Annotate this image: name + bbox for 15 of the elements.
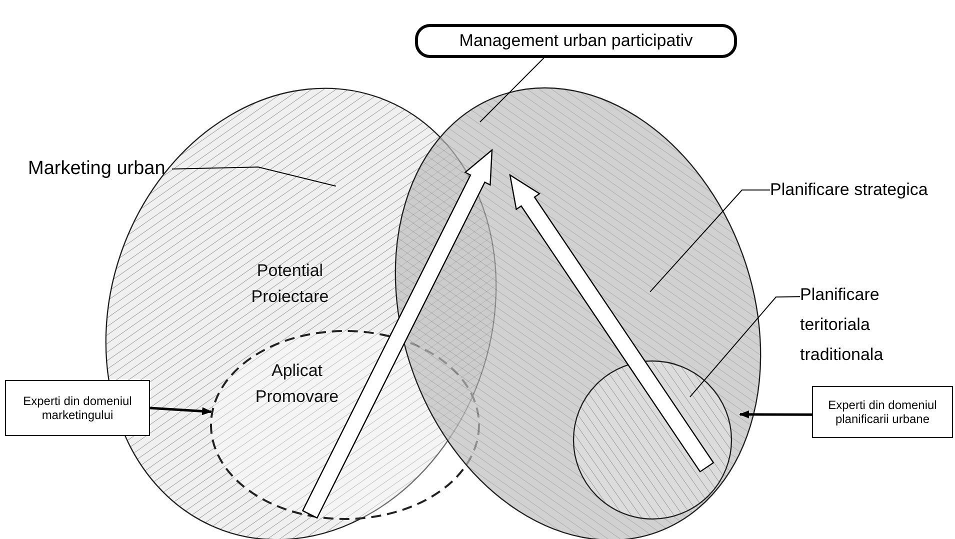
region-label: Aplicat Promovare bbox=[254, 360, 340, 408]
region-label: Planificare teritoriala traditionala bbox=[800, 284, 884, 366]
leader-line bbox=[172, 166, 336, 187]
expert-box: Experti din domeniul planificarii urbane bbox=[812, 386, 953, 438]
title-box: Management urban participativ bbox=[415, 24, 737, 58]
region-label: Marketing urban bbox=[28, 157, 166, 181]
region-label: Planificare strategica bbox=[770, 179, 929, 201]
expert-box: Experti din domeniul marketingului bbox=[5, 380, 150, 436]
hollow-arrow bbox=[509, 174, 714, 473]
leader-line bbox=[689, 296, 800, 398]
leader-line bbox=[650, 190, 770, 292]
region-label: Potential Proiectare bbox=[250, 260, 330, 308]
arrow bbox=[739, 410, 812, 418]
leader-line bbox=[480, 58, 544, 122]
hollow-arrow bbox=[302, 148, 493, 519]
